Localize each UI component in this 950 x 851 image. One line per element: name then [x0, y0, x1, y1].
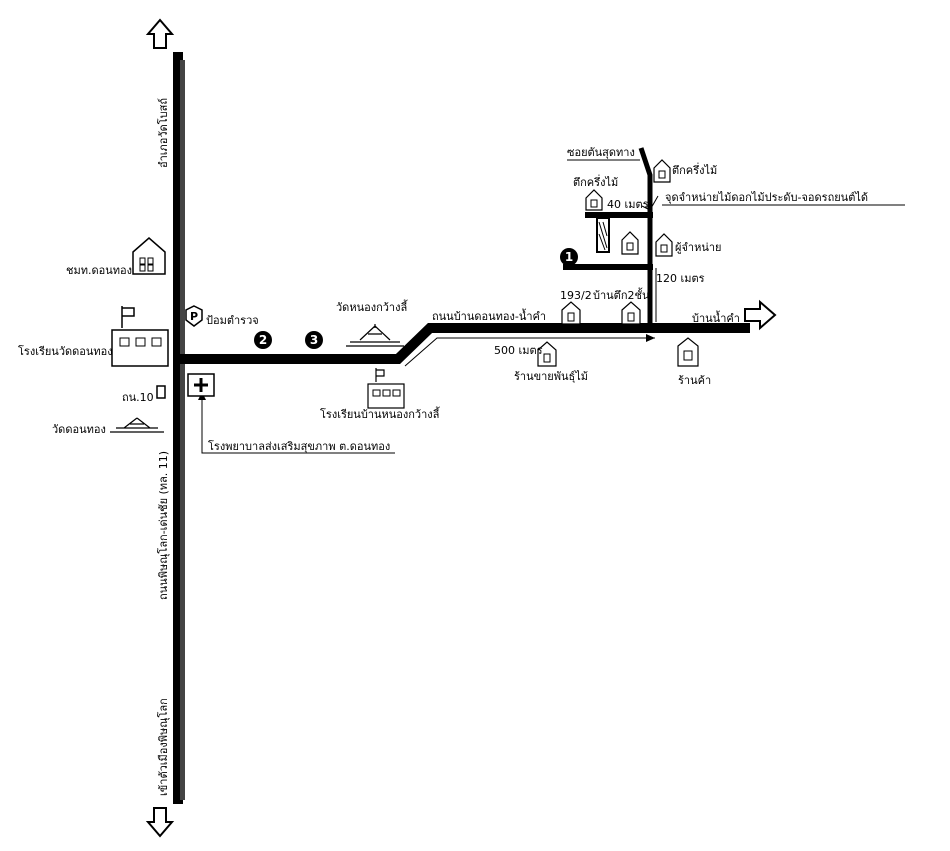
- hospital-icon: [187, 373, 215, 397]
- police-icon: P: [185, 305, 203, 327]
- house-icon: [621, 231, 639, 255]
- branch-road-40: [585, 212, 653, 218]
- temple-icon: [346, 324, 404, 347]
- arrow-down-icon: [145, 807, 175, 838]
- wood-house-right-label: ตึกครึ่งไม้: [672, 164, 718, 177]
- south-destination-label: เข้าตัวเมืองพิษณุโลก: [157, 698, 170, 796]
- main-road-label: ถนนบ้านดอนทอง-น้ำคำ: [432, 310, 547, 323]
- school-donthong-label: โรงเรียนวัดดอนทอง: [18, 345, 113, 358]
- house-icon: [677, 337, 699, 367]
- house-icon: [621, 301, 641, 325]
- house-icon: [132, 237, 166, 275]
- temple-donthong-label: วัดดอนทอง: [52, 423, 106, 436]
- house-icon: [585, 189, 603, 211]
- marker-2: 2: [254, 331, 272, 349]
- distance-120-label: 120 เมตร: [656, 272, 705, 285]
- school-icon: [367, 368, 405, 409]
- highway-marker-label: ถน.10: [122, 391, 154, 404]
- marker-3: 3: [305, 331, 323, 349]
- school-nongkwang-label: โรงเรียนบ้านหนองกว้างลี้: [320, 408, 440, 421]
- house-icon: [561, 301, 581, 325]
- shop-east-label: ร้านค้า: [678, 374, 712, 387]
- shop-sale-label: ร้านขายพันธุ์ไม้: [514, 370, 589, 383]
- health-pointer: [201, 395, 395, 454]
- arrow-right-icon: [744, 299, 777, 331]
- sale-point-label: จุดจำหน่ายไม้ดอกไม้ประดับ-จอดรถยนต์ได้: [665, 191, 869, 204]
- highway-marker-icon: [156, 385, 166, 399]
- distance-40-label: 40 เมตร: [607, 198, 649, 211]
- soi-road: [638, 147, 653, 328]
- house-icon: [653, 159, 671, 183]
- highway-road-shade: [180, 60, 185, 800]
- wood-house-left-label: ตึกครึ่งไม้: [573, 176, 619, 189]
- highway-label: ถนนพิษณุโลก-เด่นชัย (ทล. 11): [157, 450, 170, 600]
- branch-road-1: [563, 264, 653, 270]
- distance-500-label: 500 เมตร: [494, 344, 543, 357]
- police-label: ป้อมตำรวจ: [206, 314, 259, 327]
- temple-icon: [110, 417, 164, 433]
- svg-text:P: P: [190, 310, 198, 323]
- marker-1: 1: [560, 248, 578, 266]
- east-destination-label: บ้านน้ำคำ: [692, 312, 740, 325]
- arrow-500-head: [646, 334, 655, 342]
- house-icon: [655, 233, 673, 257]
- arrow-up-icon: [145, 18, 175, 49]
- school-icon: [111, 306, 169, 367]
- house-1932-label: 193/2: [560, 289, 592, 302]
- temple-nongkwang-label: วัดหนองกว้างลี้: [336, 301, 408, 314]
- health-center-label: โรงพยาบาลส่งเสริมสุขภาพ ต.ดอนทอง: [208, 440, 391, 453]
- highway-road: [173, 52, 183, 804]
- owner-house-label: ผู้จำหน่าย: [675, 241, 722, 254]
- north-destination-label: อำเภอวัดโบสถ์: [157, 98, 170, 168]
- distance-500-line: [404, 337, 655, 367]
- dead-end-label: ซอยตันสุดทาง: [567, 146, 635, 159]
- two-story-house-label: บ้านตึก2ชั้น: [593, 289, 650, 302]
- main-road: [180, 323, 750, 364]
- community-house-label: ชมท.ดอนทอง: [66, 264, 132, 277]
- house-icon: [537, 341, 557, 367]
